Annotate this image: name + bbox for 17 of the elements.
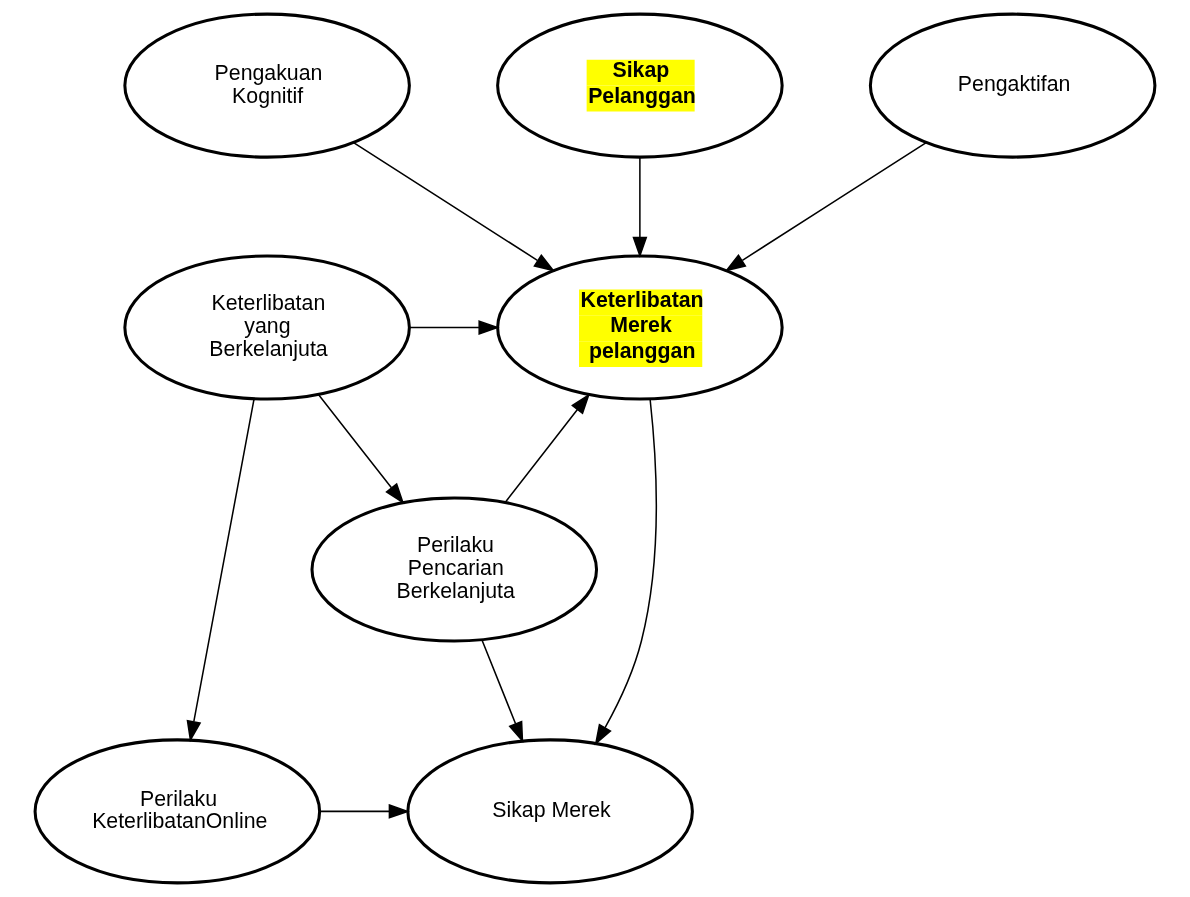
arrow: [186, 398, 255, 743]
arrow: [317, 393, 405, 505]
arrow: [409, 320, 500, 335]
arrow: [632, 156, 648, 259]
arrow: [319, 803, 410, 819]
node-ellipse: Perilaku KeterlibatanOnline: [33, 738, 322, 885]
arrow: [504, 393, 591, 503]
node-ellipse: Pengakuan Kognitif: [123, 12, 411, 159]
node-ellipse: Sikap Merek: [406, 738, 694, 885]
arrow: [481, 639, 524, 744]
arrow: [594, 398, 657, 746]
node-ellipse: Perilaku Pencarian Berkelanjuta: [310, 496, 599, 643]
node-ellipse: Keterlibatan yang Berkelanjuta: [123, 254, 411, 401]
node-ellipse: Sikap Pelanggan: [496, 12, 784, 159]
arrow: [724, 141, 927, 272]
arrow: [352, 141, 556, 272]
node-ellipse: Pengaktifan: [868, 12, 1157, 159]
